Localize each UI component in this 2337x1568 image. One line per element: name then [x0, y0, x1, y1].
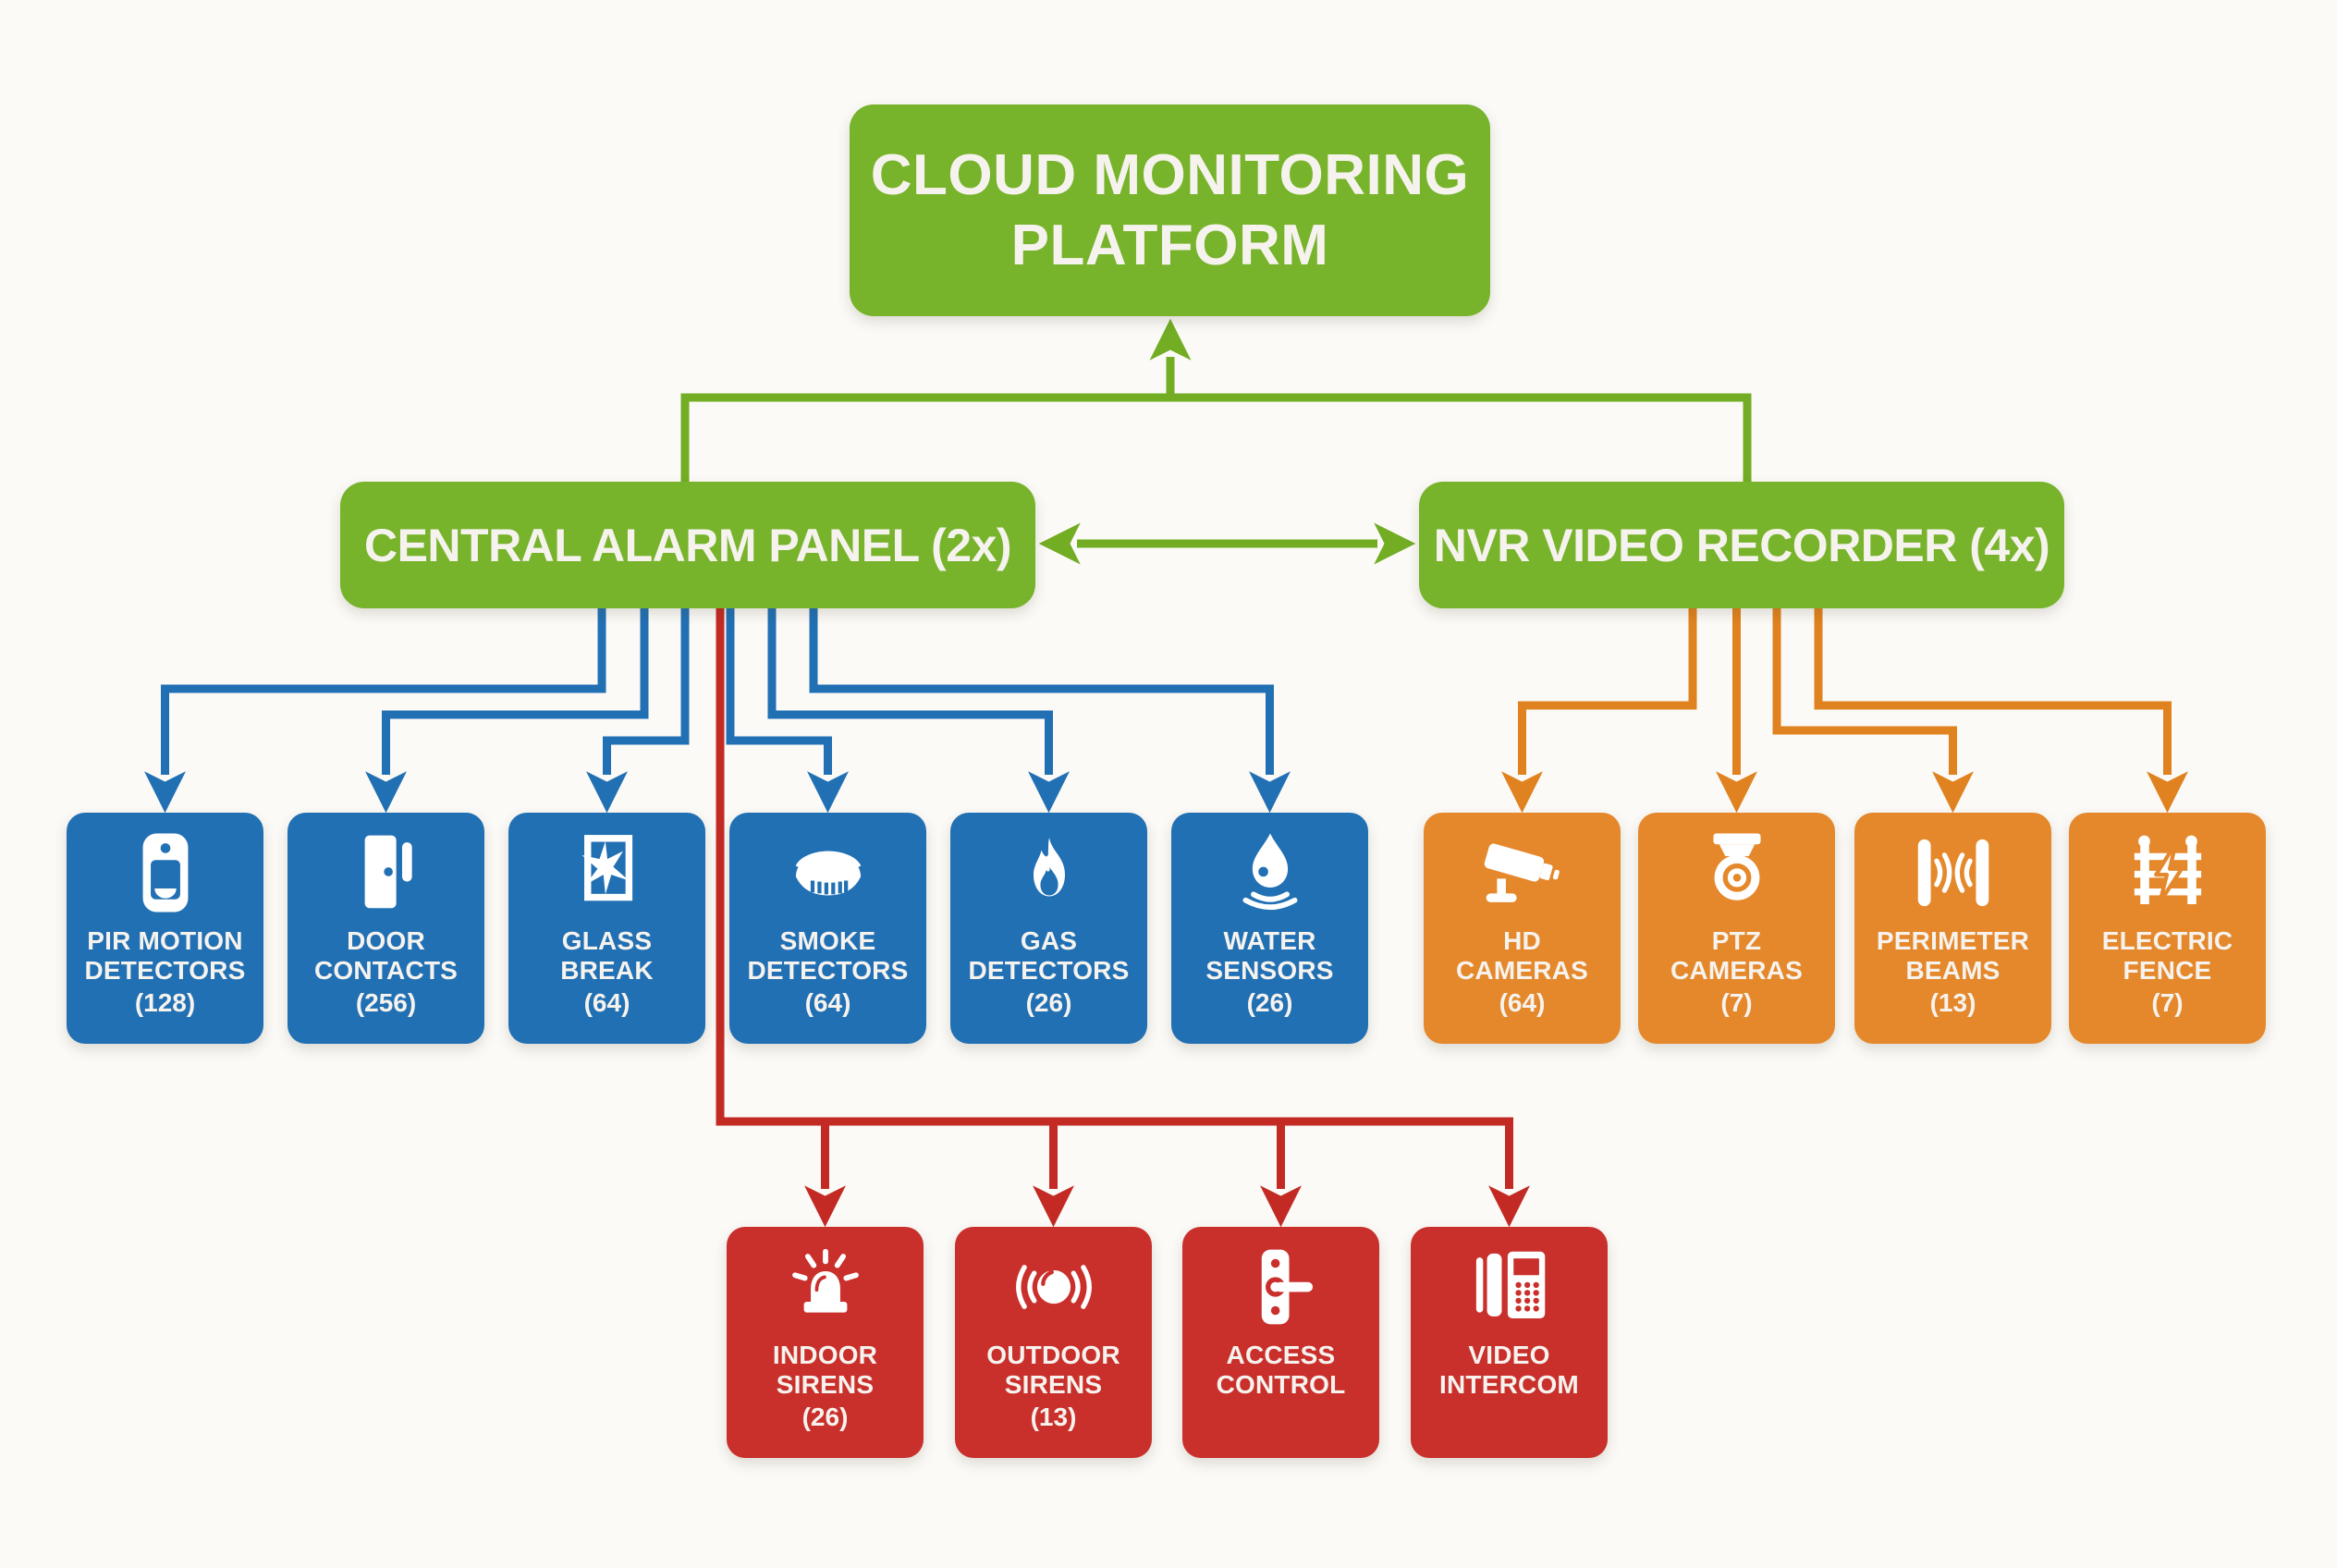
- door-contact-icon: [339, 826, 434, 920]
- node-label: NVR VIDEO RECORDER (4x): [1433, 519, 2050, 571]
- wire-to-beams: [1772, 605, 1974, 814]
- node-perimeter-beams: PERIMETER BEAMS (13): [1854, 813, 2051, 1044]
- wire-to-intercom: [716, 605, 1530, 1228]
- wire-to-glass: [586, 605, 690, 814]
- node-hd-cameras: HD CAMERAS (64): [1424, 813, 1621, 1044]
- node-label: PERIMETER BEAMS: [1876, 926, 2030, 985]
- node-access-control: ACCESS CONTROL: [1182, 1227, 1379, 1458]
- node-label: PIR MOTION DETECTORS: [84, 926, 246, 985]
- node-ptz-cameras: PTZ CAMERAS (7): [1638, 813, 1835, 1044]
- node-door-contacts: DOOR CONTACTS (256): [288, 813, 484, 1044]
- node-cloud-monitoring-platform: CLOUD MONITORING PLATFORM: [850, 104, 1490, 316]
- outdoor-siren-icon: [1007, 1240, 1101, 1334]
- node-video-intercom: VIDEO INTERCOM: [1411, 1227, 1608, 1458]
- node-label: DOOR CONTACTS: [313, 926, 459, 985]
- wire-to-fence: [1814, 605, 2188, 814]
- node-count: (7): [2151, 987, 2184, 1017]
- node-glass-break: GLASS BREAK (64): [508, 813, 705, 1044]
- ptz-camera-icon: [1690, 826, 1784, 920]
- node-label: PTZ CAMERAS: [1670, 926, 1803, 985]
- orange-wires: [1501, 605, 2188, 814]
- green-wires: [680, 318, 1752, 565]
- node-pir-motion-detectors: PIR MOTION DETECTORS (128): [67, 813, 263, 1044]
- node-indoor-sirens: INDOOR SIRENS (26): [727, 1227, 924, 1458]
- gas-detector-icon: [1002, 826, 1096, 920]
- node-count: (26): [1025, 987, 1072, 1017]
- node-label: INDOOR SIRENS: [772, 1341, 878, 1399]
- access-control-icon: [1234, 1240, 1328, 1334]
- water-sensor-icon: [1223, 826, 1317, 920]
- node-label: HD CAMERAS: [1456, 926, 1588, 985]
- glass-break-icon: [560, 826, 655, 920]
- node-gas-detectors: GAS DETECTORS (26): [950, 813, 1147, 1044]
- wire-to-door: [365, 605, 649, 814]
- smoke-detector-icon: [781, 826, 875, 920]
- node-label: CENTRAL ALARM PANEL (2x): [363, 519, 1012, 571]
- hd-camera-icon: [1475, 826, 1570, 920]
- wire-to-water: [809, 605, 1291, 814]
- node-electric-fence: ELECTRIC FENCE (7): [2069, 813, 2266, 1044]
- node-nvr-video-recorder: NVR VIDEO RECORDER (4x): [1419, 482, 2064, 608]
- node-count: (26): [1246, 987, 1293, 1017]
- wire-to-gas: [767, 605, 1070, 814]
- node-outdoor-sirens: OUTDOOR SIRENS (13): [955, 1227, 1152, 1458]
- wire-to-pir: [144, 605, 606, 814]
- node-count: (13): [1030, 1402, 1077, 1431]
- node-smoke-detectors: SMOKE DETECTORS (64): [729, 813, 926, 1044]
- wire-hubs-to-cloud: [680, 393, 1752, 484]
- red-wires: [716, 605, 1530, 1228]
- wire-to-smoke: [726, 605, 849, 814]
- node-count: (64): [804, 987, 851, 1017]
- node-count: (64): [583, 987, 630, 1017]
- electric-fence-icon: [2121, 826, 2215, 920]
- node-label: GAS DETECTORS: [968, 926, 1130, 985]
- node-label: ACCESS CONTROL: [1216, 1341, 1346, 1399]
- node-count: (13): [1929, 987, 1976, 1017]
- node-label: SMOKE DETECTORS: [747, 926, 909, 985]
- node-count: (128): [134, 987, 196, 1017]
- node-label: OUTDOOR SIRENS: [986, 1341, 1120, 1399]
- node-label: VIDEO INTERCOM: [1439, 1341, 1579, 1399]
- blue-wires: [144, 605, 1291, 814]
- node-count: (26): [801, 1402, 849, 1431]
- node-label: ELECTRIC FENCE: [2101, 926, 2233, 985]
- pir-motion-icon: [118, 826, 213, 920]
- node-count: (256): [355, 987, 417, 1017]
- video-intercom-icon: [1462, 1240, 1557, 1334]
- node-count: (7): [1720, 987, 1753, 1017]
- perimeter-beams-icon: [1906, 826, 2001, 920]
- node-count: (64): [1499, 987, 1546, 1017]
- node-water-sensors: WATER SENSORS (26): [1171, 813, 1368, 1044]
- node-label: CLOUD MONITORING PLATFORM: [870, 142, 1470, 277]
- node-label: GLASS BREAK: [560, 926, 654, 985]
- node-label: WATER SENSORS: [1205, 926, 1334, 985]
- wire-to-hd: [1501, 605, 1697, 814]
- indoor-siren-icon: [778, 1240, 873, 1334]
- node-central-alarm-panel: CENTRAL ALARM PANEL (2x): [340, 482, 1035, 608]
